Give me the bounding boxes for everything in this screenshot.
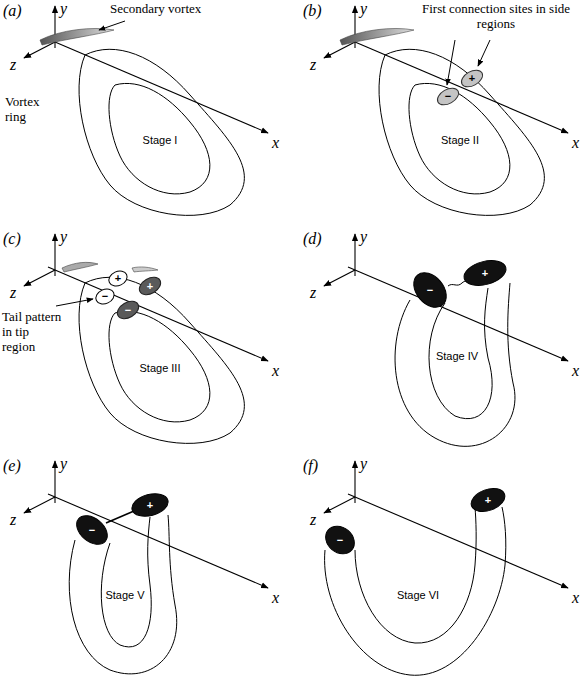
panel-label: (d) [303, 230, 322, 248]
vortex-core: − [436, 89, 460, 104]
core-shape [129, 490, 170, 520]
vortex-core: − [116, 302, 140, 318]
axis-label: z [10, 56, 16, 74]
axis-label: x [272, 362, 279, 380]
vortex-core: + [108, 271, 128, 286]
axis-label: x [272, 134, 279, 152]
core-shape [136, 274, 163, 298]
axis-label: x [572, 362, 579, 380]
vortex-sign: + [147, 281, 153, 292]
vortex-core: − [95, 289, 115, 304]
stage-label: Stage IV [436, 350, 478, 363]
axis-label: x [572, 134, 579, 152]
vortex-core: + [131, 494, 169, 516]
core-shape [435, 84, 462, 108]
annotation: Secondary vortex [110, 2, 201, 17]
core-shape [459, 66, 486, 90]
vortex-sign: − [445, 91, 451, 102]
stage-label: Stage V [105, 589, 144, 602]
panel-label: (c) [3, 230, 21, 248]
axis-label: y [360, 228, 367, 246]
panel-label: (f) [303, 457, 318, 475]
vortex-sign: − [337, 535, 343, 546]
axis-label: z [310, 284, 316, 302]
vortex-core: − [410, 276, 450, 304]
vortex-core: − [74, 518, 110, 542]
vortex-sign: + [469, 73, 475, 84]
core-shape [93, 286, 116, 307]
vortex-core: + [463, 261, 507, 285]
stage-label: Stage II [441, 134, 479, 147]
vortex-core: − [324, 527, 356, 553]
vortex-sign: + [115, 273, 121, 284]
axis-label: y [360, 455, 367, 473]
vortex-sign: − [125, 305, 131, 316]
core-shape [114, 298, 141, 322]
axis-label: x [272, 589, 279, 607]
annotation: Vortex ring [5, 95, 60, 125]
vortex-core: + [460, 71, 484, 86]
core-shape [320, 520, 360, 559]
axis-label: z [10, 284, 16, 302]
axis-label: z [310, 511, 316, 529]
stage-label: Stage III [140, 362, 181, 375]
core-shape [407, 266, 453, 313]
core-shape [106, 268, 129, 289]
core-shape [461, 256, 508, 289]
axis-label: z [10, 511, 16, 529]
panel-label: (b) [303, 2, 322, 20]
vortex-sign: − [89, 525, 95, 536]
stage-label: Stage I [143, 134, 178, 147]
vortex-sign: − [102, 291, 108, 302]
axis-label: y [360, 0, 367, 18]
vortex-sign: + [147, 500, 153, 511]
annotation: First connection sites in side regions [410, 2, 582, 32]
panel-label: (e) [3, 457, 21, 475]
axis-label: y [60, 228, 67, 246]
core-shape [468, 484, 508, 516]
axis-label: x [572, 589, 579, 607]
axis-label: y [60, 0, 67, 18]
annotation: Tail pattern in tip region [2, 310, 64, 355]
vortex-core: + [470, 489, 506, 511]
axis-label: y [60, 455, 67, 473]
vortex-core: + [138, 278, 162, 294]
axis-label: z [310, 56, 316, 74]
vortex-sign: + [485, 495, 491, 506]
vortex-sign: + [482, 268, 488, 279]
stage-label: Stage VI [397, 589, 439, 602]
core-shape [71, 510, 113, 550]
vortex-sign: − [427, 285, 433, 296]
panel-label: (a) [3, 2, 22, 20]
